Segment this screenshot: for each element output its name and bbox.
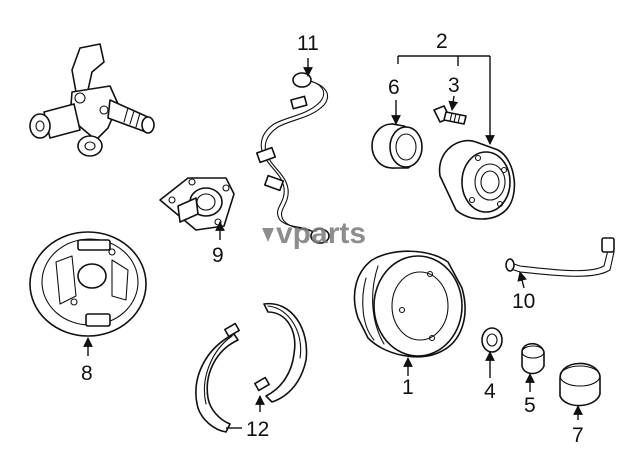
callout-3: 3 (448, 74, 460, 97)
part-2-hub-assembly (438, 139, 516, 220)
part-7-hub-cap (559, 362, 601, 407)
watermark-text: vparts (276, 217, 366, 250)
callout-10: 10 (512, 290, 535, 313)
callout-6: 6 (388, 76, 400, 99)
leader-lines (83, 55, 583, 429)
callout-5: 5 (524, 394, 536, 417)
vparts-watermark: vparts (262, 217, 366, 250)
part-12-brake-shoes (195, 302, 308, 433)
part-5-dust-cap (521, 342, 545, 375)
callout-8: 8 (81, 362, 93, 385)
callout-11: 11 (297, 32, 319, 55)
callout-2: 2 (436, 30, 448, 53)
part-11-abs-sensor-wire (255, 72, 330, 244)
callout-7: 7 (572, 424, 584, 447)
callout-1: 1 (402, 376, 414, 399)
part-3-hub-bolt (433, 105, 467, 125)
steering-knuckle (29, 43, 155, 157)
part-4-grease-cap (481, 327, 503, 353)
callout-4: 4 (484, 380, 496, 403)
callout-9: 9 (212, 244, 224, 267)
part-9-gasket (159, 177, 235, 231)
part-8-backing-plate (29, 231, 147, 337)
callout-12: 12 (246, 418, 269, 441)
part-10-tube (505, 237, 615, 277)
part-6-bearing (371, 123, 423, 169)
part-1-brake-drum (353, 250, 466, 358)
